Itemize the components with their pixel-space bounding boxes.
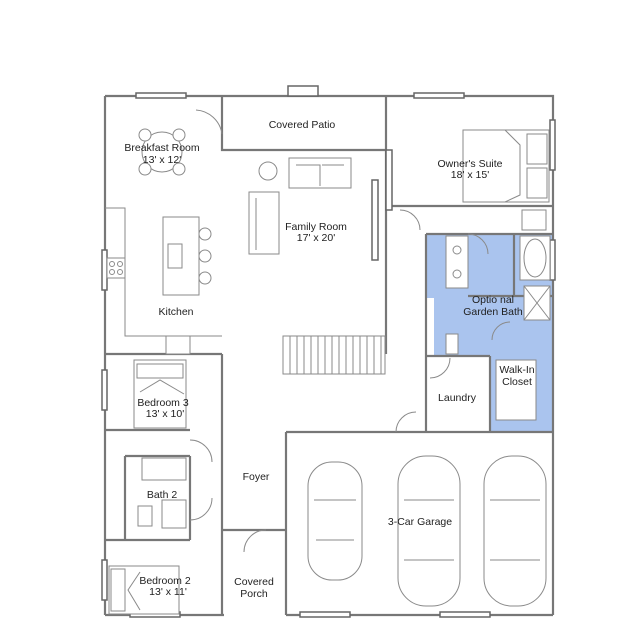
walk-in-closet-label-line1: Walk-In <box>499 364 534 376</box>
garden-bath-label-line1: Optio nal <box>472 294 514 306</box>
kitchen-fixtures <box>105 207 222 355</box>
interior-walls <box>105 96 554 615</box>
breakfast-table <box>138 128 186 176</box>
covered-patio-label: Covered Patio <box>269 119 336 131</box>
bedroom-3-size: 13' x 10' <box>146 408 184 420</box>
owners-suite-size: 18' x 15' <box>451 169 489 181</box>
bath-fixtures <box>445 235 551 421</box>
walk-in-closet-label-line2: Closet <box>502 376 532 388</box>
foyer-label: Foyer <box>243 471 270 483</box>
garage-cars <box>307 455 547 607</box>
breakfast-room-label: Breakfast Room <box>124 142 200 154</box>
kitchen-label: Kitchen <box>158 306 193 318</box>
garage-label: 3-Car Garage <box>388 516 452 528</box>
owners-bed <box>462 129 550 231</box>
laundry-label: Laundry <box>438 392 477 404</box>
family-room-label: Family Room <box>285 221 347 233</box>
bedroom-2-label: Bedroom 2 <box>139 575 191 587</box>
covered-porch-label-line2: Porch <box>240 588 268 600</box>
garden-bath-label-line2: Garden Bath <box>463 306 523 318</box>
bath-2-label: Bath 2 <box>147 489 178 501</box>
stairs <box>282 335 386 375</box>
doors <box>189 109 511 553</box>
bedroom-3-label: Bedroom 3 <box>137 397 189 409</box>
covered-porch-label-line1: Covered <box>234 576 274 588</box>
family-room-furniture <box>248 157 352 255</box>
breakfast-room-size: 13' x 12' <box>143 154 181 166</box>
bedroom-3-bed <box>133 359 187 429</box>
bedroom-2-size: 13' x 11' <box>149 586 187 598</box>
owners-suite-label: Owner's Suite <box>437 158 502 170</box>
bath-2-fixtures <box>137 457 187 529</box>
bedroom-2-bed <box>108 565 180 615</box>
family-room-size: 17' x 20' <box>297 232 335 244</box>
